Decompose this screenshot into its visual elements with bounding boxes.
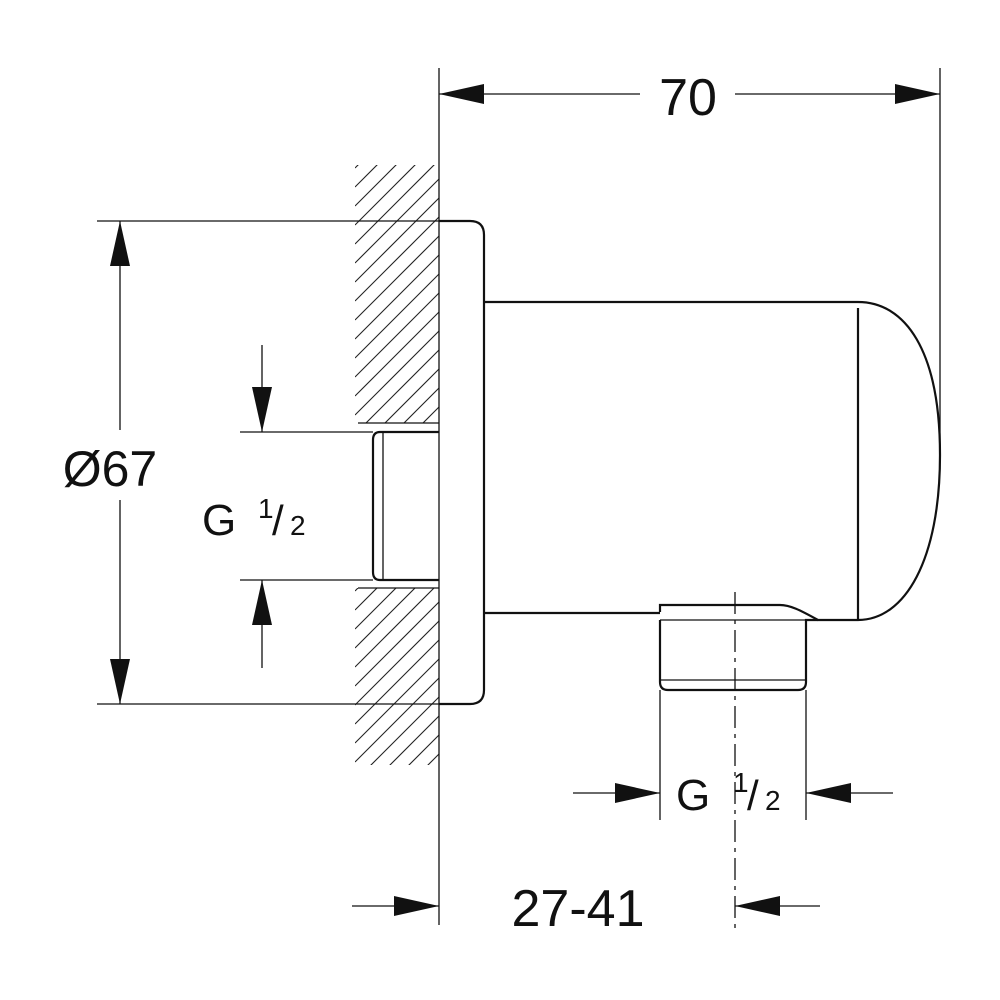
- hatch-line: [355, 792, 439, 876]
- hatch-line: [408, 734, 439, 765]
- hatch-line: [355, 658, 439, 744]
- outlet-dim-arrow-right: [806, 783, 851, 803]
- outlet-thread-slash: /: [747, 772, 759, 819]
- hatch-line: [355, 677, 439, 763]
- hatch-line: [355, 273, 439, 359]
- hatch-line: [355, 292, 439, 378]
- dim-67-arrow-top: [110, 221, 130, 266]
- hatch-line: [355, 502, 439, 586]
- body-outline: [484, 300, 942, 622]
- hatch-line: [355, 165, 416, 226]
- hatch-line: [355, 620, 439, 706]
- dim-70-arrow-right: [895, 84, 940, 104]
- hatch-line: [355, 483, 439, 567]
- hatch-line: [355, 235, 439, 321]
- dim-27-41-arrow-right: [735, 896, 780, 916]
- hatch-line: [355, 165, 359, 169]
- hatch-line: [355, 426, 439, 510]
- inlet-thread-slash: /: [272, 497, 284, 544]
- wall-hatching-upper: [355, 65, 439, 605]
- inlet-thread-denominator: 2: [290, 510, 306, 541]
- hatch-line: [355, 488, 439, 572]
- hatch-line: [355, 588, 416, 649]
- hatch-line: [355, 588, 397, 630]
- hatch-line: [355, 588, 378, 611]
- hatch-line: [355, 197, 439, 283]
- hatch-line: [355, 464, 439, 548]
- hatch-line: [355, 773, 439, 857]
- flange-outline: [439, 219, 486, 706]
- outlet-dim-arrow-left: [615, 783, 660, 803]
- inlet-dim-arrow-bottom: [252, 580, 272, 625]
- hatch-line: [355, 639, 439, 725]
- outlet-thread: [658, 618, 818, 692]
- dim-27-41-label: 27-41: [512, 880, 645, 938]
- hatch-line: [355, 811, 439, 895]
- hatch-line: [355, 445, 439, 529]
- inlet-thread-numerator: 1: [258, 493, 274, 524]
- dim-67-arrow-bottom: [110, 659, 130, 704]
- hatch-line: [355, 601, 439, 687]
- outlet-thread-numerator: 1: [733, 767, 749, 798]
- dim-27-41-arrow-left: [394, 896, 439, 916]
- hatch-line: [355, 254, 439, 340]
- dim-67-label: Ø67: [63, 441, 158, 497]
- outlet-thread-label: G 1 / 2: [676, 767, 781, 820]
- inlet-thread: [371, 430, 439, 582]
- hatch-line: [389, 715, 439, 765]
- hatch-line: [355, 65, 439, 149]
- hatch-line: [427, 753, 439, 765]
- dim-70-arrow-left: [439, 84, 484, 104]
- hatch-line: [422, 406, 439, 423]
- hatch-line: [355, 330, 439, 416]
- outlet-thread-letter: G: [676, 771, 710, 820]
- hatch-line: [370, 696, 439, 765]
- hatch-line: [384, 368, 439, 423]
- hatch-line: [355, 588, 359, 592]
- inlet-dim-arrow-top: [252, 387, 272, 432]
- outlet-thread-denominator: 2: [765, 785, 781, 816]
- hatch-line: [355, 588, 435, 668]
- hatch-line: [355, 216, 439, 302]
- hatch-line: [355, 311, 439, 397]
- hatch-line: [355, 165, 397, 207]
- hatch-line: [403, 387, 439, 423]
- inlet-thread-letter: G: [202, 496, 236, 545]
- hatch-line: [355, 165, 435, 245]
- wall-hatching-lower: [355, 488, 439, 933]
- hatch-line: [355, 165, 378, 188]
- hatch-line: [365, 349, 439, 423]
- hatch-line: [355, 849, 439, 933]
- hatch-line: [355, 521, 439, 605]
- inlet-thread-label: G 1 / 2: [202, 493, 306, 545]
- dim-70-label: 70: [659, 69, 717, 127]
